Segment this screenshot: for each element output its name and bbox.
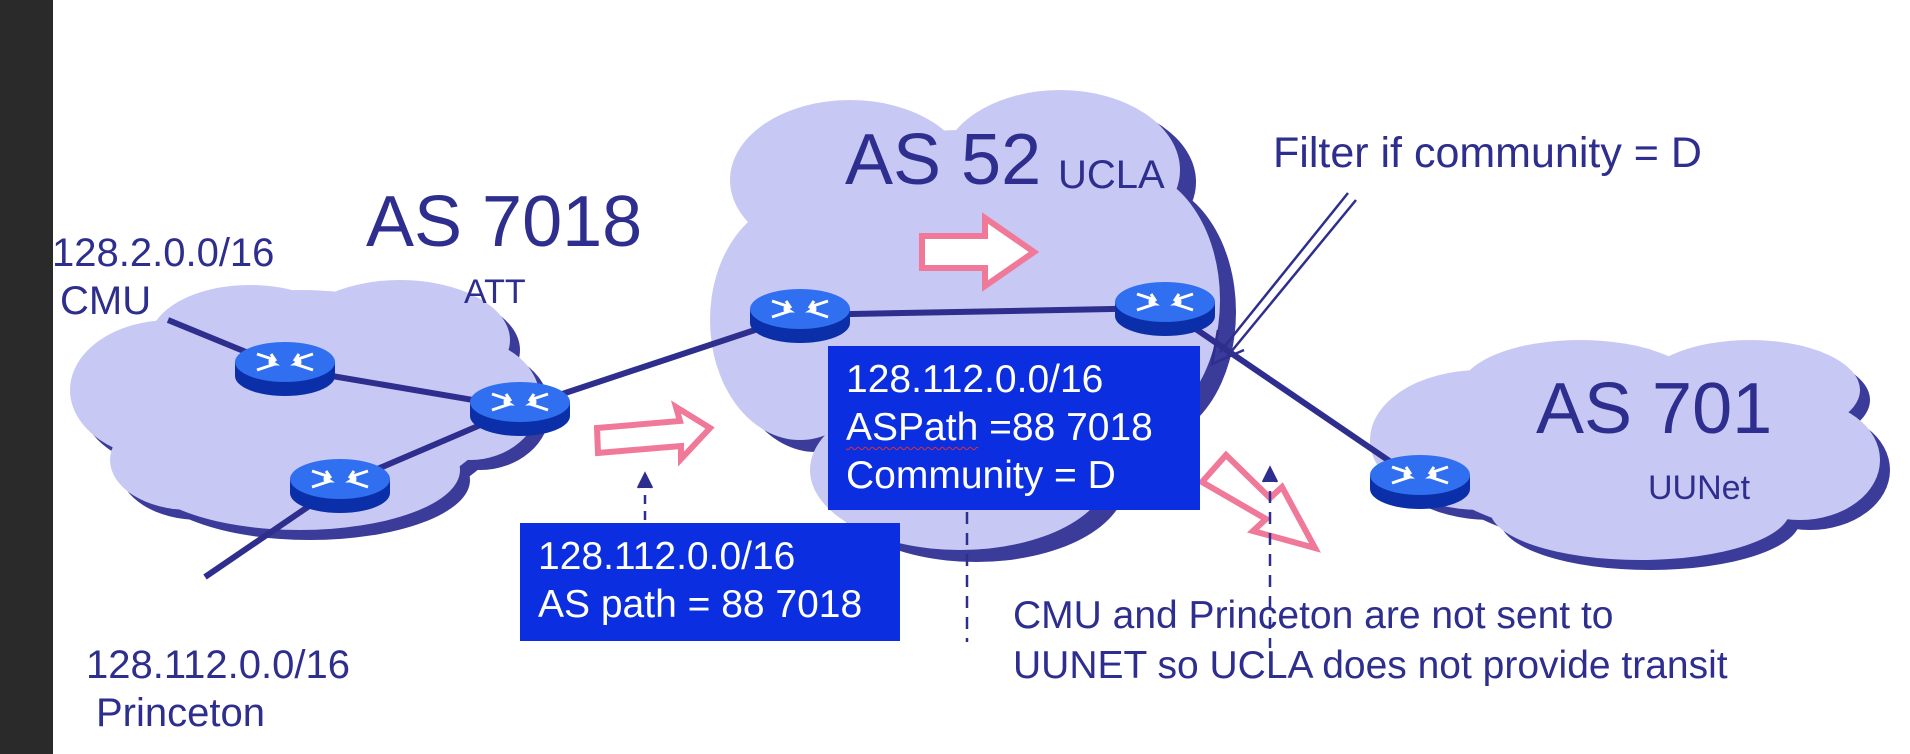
- as701-org-label: UUNet: [1648, 469, 1751, 507]
- announce-arrow-ucla: [919, 212, 1040, 292]
- aspath-keyword: ASPath: [846, 406, 979, 449]
- router-att: [468, 380, 572, 438]
- router-cmu: [233, 340, 337, 398]
- window-edge: [0, 0, 53, 754]
- announcement-ucla-community: Community = D: [846, 454, 1116, 497]
- link-ucla-uunet: [1163, 305, 1412, 478]
- aspath-value: =88 7018: [978, 406, 1153, 449]
- filter-note: Filter if community = D: [1273, 129, 1702, 177]
- conclusion-line-1: CMU and Princeton are not sent to: [1013, 594, 1614, 637]
- announcement-box-ucla: 128.112.0.0/16 ASPath =88 7018 Community…: [828, 346, 1200, 510]
- as701-label: AS 701: [1536, 369, 1773, 449]
- as52-org-label: UCLA: [1058, 153, 1165, 197]
- router-ucla-west: [748, 287, 852, 345]
- as7018-label: AS 7018: [366, 182, 643, 262]
- as52-label: AS 52: [845, 120, 1042, 200]
- blocked-arrow: [1197, 450, 1321, 553]
- router-uunet: [1368, 453, 1472, 511]
- announcement-ucla-aspath: ASPath =88 7018: [846, 404, 1182, 452]
- princeton-name-label: Princeton: [96, 691, 265, 735]
- link-ucla-internal: [799, 305, 1166, 318]
- cmu-name-label: CMU: [60, 279, 152, 323]
- announce-arrow-att: [593, 400, 715, 467]
- conclusion-line-2: UUNET so UCLA does not provide transit: [1013, 644, 1728, 687]
- announcement-box-att: 128.112.0.0/16 AS path = 88 7018: [520, 523, 900, 641]
- as7018-org-label: ATT: [464, 273, 526, 311]
- announcement-ucla-prefix: 128.112.0.0/16: [846, 358, 1104, 401]
- princeton-prefix-label: 128.112.0.0/16: [86, 643, 350, 687]
- filter-pointer: [1210, 192, 1357, 367]
- announcement-att-prefix: 128.112.0.0/16: [538, 535, 796, 578]
- link-att-ucla: [519, 312, 801, 411]
- as701-cloud: [1370, 340, 1890, 570]
- announcement-att-aspath: AS path = 88 7018: [538, 583, 863, 626]
- dashed-pointer-head: [636, 471, 654, 489]
- cmu-prefix-label: 128.2.0.0/16: [52, 231, 275, 275]
- dashed-divider-head: [1261, 465, 1279, 483]
- router-ucla-east: [1113, 280, 1217, 338]
- router-princeton: [288, 457, 392, 515]
